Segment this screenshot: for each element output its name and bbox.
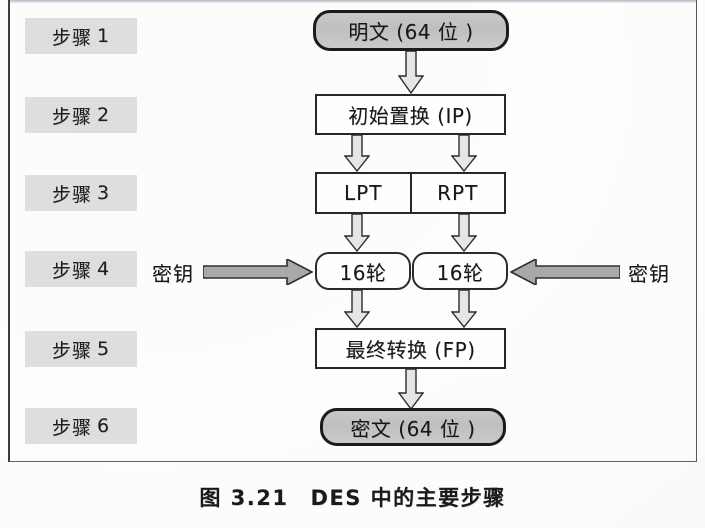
arrow-ip-to-lpt (344, 135, 370, 172)
plaintext-terminator: 明文 (64 位 ) (313, 10, 509, 51)
step-label-5-text: 步骤 (51, 339, 92, 362)
step-label-5-number: 5 (96, 338, 111, 360)
initial-permutation-label: 初始置换 (IP) (348, 104, 473, 128)
key-arrow-left (203, 259, 313, 285)
step-label-4-text: 步骤 (51, 259, 92, 282)
ciphertext-terminator: 密文 (64 位 ) (320, 408, 506, 446)
step-label-1-number: 1 (96, 25, 111, 47)
step-label-4-number: 4 (96, 258, 111, 280)
rounds-left-box: 16轮 (315, 252, 411, 290)
rounds-left-label: 16轮 (339, 260, 387, 285)
halves-box: LPT RPT (315, 172, 506, 214)
page-top-edge (8, 0, 697, 3)
rpt-label: RPT (437, 181, 479, 205)
figure-title: DES 中的主要步骤 (310, 486, 506, 510)
arrow-lpt-to-rounds-left (344, 214, 370, 252)
arrow-fp-to-ciphertext (398, 369, 424, 410)
key-label-right: 密钥 (628, 258, 670, 287)
key-label-left-text: 密钥 (152, 262, 194, 286)
figure-caption: 图 3.21 DES 中的主要步骤 (0, 482, 705, 512)
figure-number: 图 3.21 (199, 486, 289, 510)
final-permutation-box: 最终转换 (FP) (315, 328, 506, 369)
final-permutation-label: 最终转换 (FP) (345, 338, 476, 362)
key-arrow-right (510, 259, 620, 285)
step-label-6-text: 步骤 (51, 416, 92, 439)
arrow-ip-to-rpt (451, 135, 477, 172)
arrow-rounds-right-to-fp (451, 290, 477, 328)
lpt-label: LPT (344, 181, 383, 205)
ciphertext-label: 密文 (64 位 ) (350, 416, 476, 441)
step-label-3-text: 步骤 (51, 183, 92, 206)
arrow-rounds-left-to-fp (344, 290, 370, 328)
step-label-1-text: 步骤 (51, 26, 92, 49)
rounds-right-label: 16轮 (436, 260, 484, 285)
rpt-cell: RPT (412, 174, 505, 212)
step-label-6-number: 6 (96, 415, 111, 437)
step-label-2-text: 步骤 (51, 105, 92, 128)
step-label-3-number: 3 (96, 182, 111, 204)
rounds-right-box: 16轮 (412, 252, 508, 290)
step-label-2-number: 2 (96, 104, 111, 126)
lpt-cell: LPT (317, 174, 412, 212)
arrow-plaintext-to-ip (398, 51, 424, 94)
key-label-right-text: 密钥 (628, 262, 670, 286)
plaintext-label: 明文 (64 位 ) (348, 20, 474, 44)
arrow-rpt-to-rounds-right (451, 214, 477, 252)
key-label-left: 密钥 (152, 258, 194, 287)
initial-permutation-box: 初始置换 (IP) (315, 94, 506, 135)
